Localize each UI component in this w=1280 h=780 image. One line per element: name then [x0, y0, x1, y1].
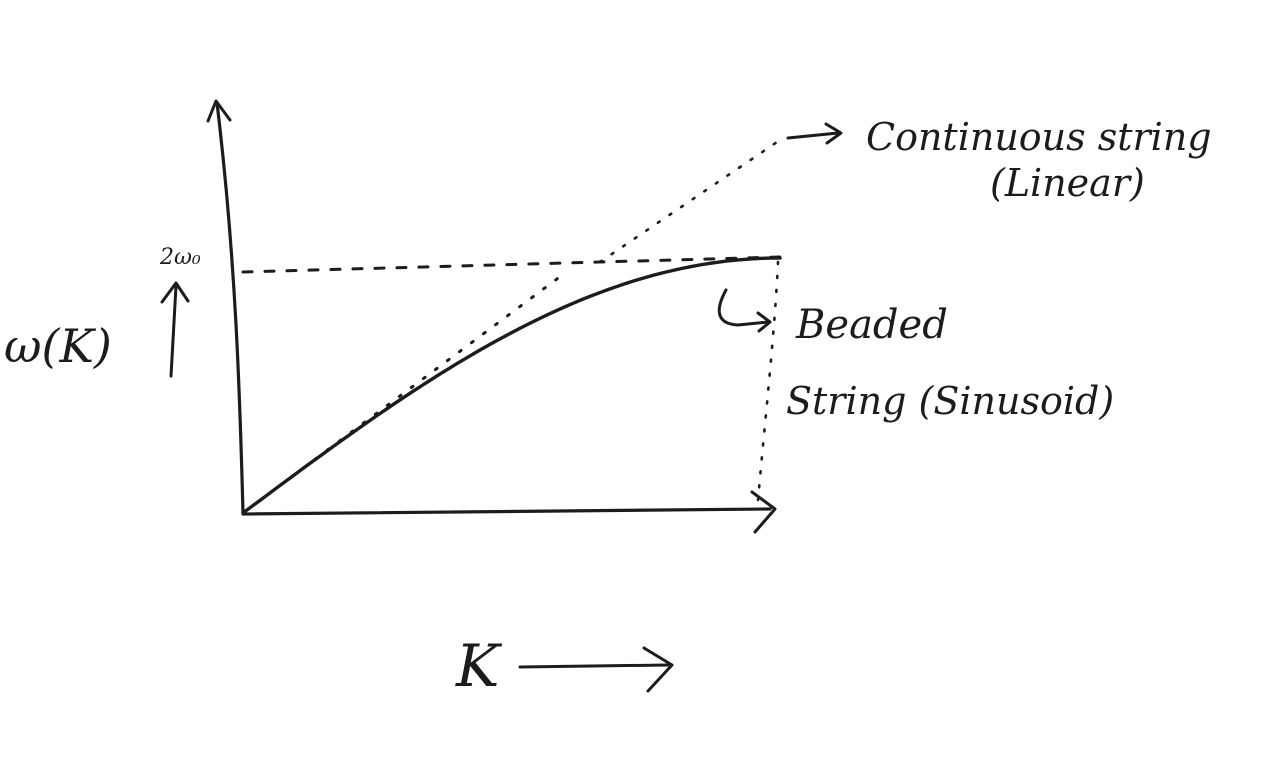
- annotation-continuous-line2: (Linear): [990, 161, 1145, 205]
- annotation-beaded-string: Beaded String (Sinusoid): [717, 288, 1114, 423]
- x-label-right-arrow-icon: [518, 646, 674, 693]
- reference-line-2w0: [241, 255, 782, 274]
- y-label-up-arrow-icon: [160, 281, 190, 378]
- projection-line: [756, 260, 780, 502]
- y-axis-label: ω(K): [4, 319, 112, 373]
- y-axis: [206, 99, 245, 515]
- series-beaded-string-points: [241, 256, 782, 515]
- annotation-continuous-string: Continuous string (Linear): [598, 115, 1212, 264]
- annotation-beaded-line2: String (Sinusoid): [786, 379, 1114, 423]
- annotation-continuous-line1: Continuous string: [866, 115, 1212, 159]
- annotation-beaded-line1: Beaded: [795, 302, 948, 348]
- x-axis-label: K: [455, 632, 503, 700]
- series-beaded-string-sinusoid: [241, 256, 782, 515]
- x-axis: [241, 490, 777, 534]
- y-tick-label-2w0: 2ω₀: [159, 245, 201, 270]
- continuous-string-point: [563, 271, 567, 275]
